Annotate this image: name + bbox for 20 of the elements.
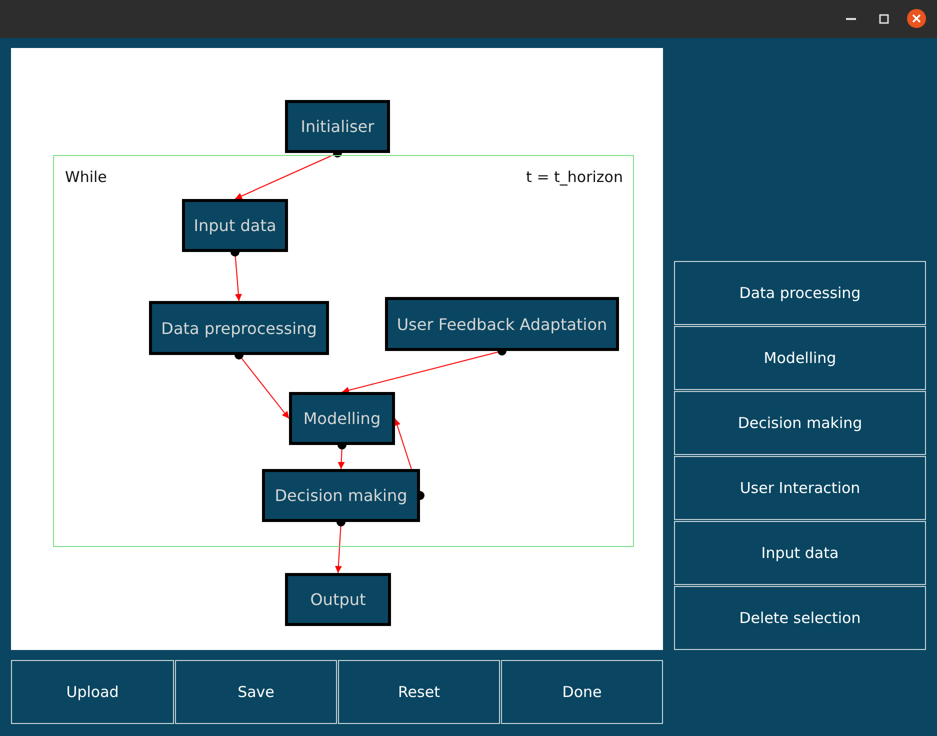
process-box: User Feedback Adaptation xyxy=(385,297,619,351)
process-box: Input data xyxy=(182,199,288,252)
toolbar-button: Reset xyxy=(338,660,500,724)
panel-button: User Interaction xyxy=(674,456,926,520)
panel-button: Input data xyxy=(674,521,926,585)
process-box: Modelling xyxy=(289,392,395,445)
loop-condition: t = t_horizon xyxy=(526,168,623,186)
panel-button: Data processing xyxy=(674,261,926,325)
toolbar-button: Save xyxy=(175,660,337,724)
process-box: Data preprocessing xyxy=(149,301,329,355)
panel-button: Modelling xyxy=(674,326,926,390)
process-box: Decision making xyxy=(262,469,420,522)
panel-button: Decision making xyxy=(674,391,926,455)
loop-label: While xyxy=(65,168,107,186)
loop-frame xyxy=(53,155,634,547)
panel-button: Delete selection xyxy=(674,586,926,650)
process-box: Initialiser xyxy=(285,100,390,153)
toolbar-button: Upload xyxy=(11,660,174,724)
process-box: Output xyxy=(285,573,391,626)
toolbar-button: Done xyxy=(501,660,663,724)
